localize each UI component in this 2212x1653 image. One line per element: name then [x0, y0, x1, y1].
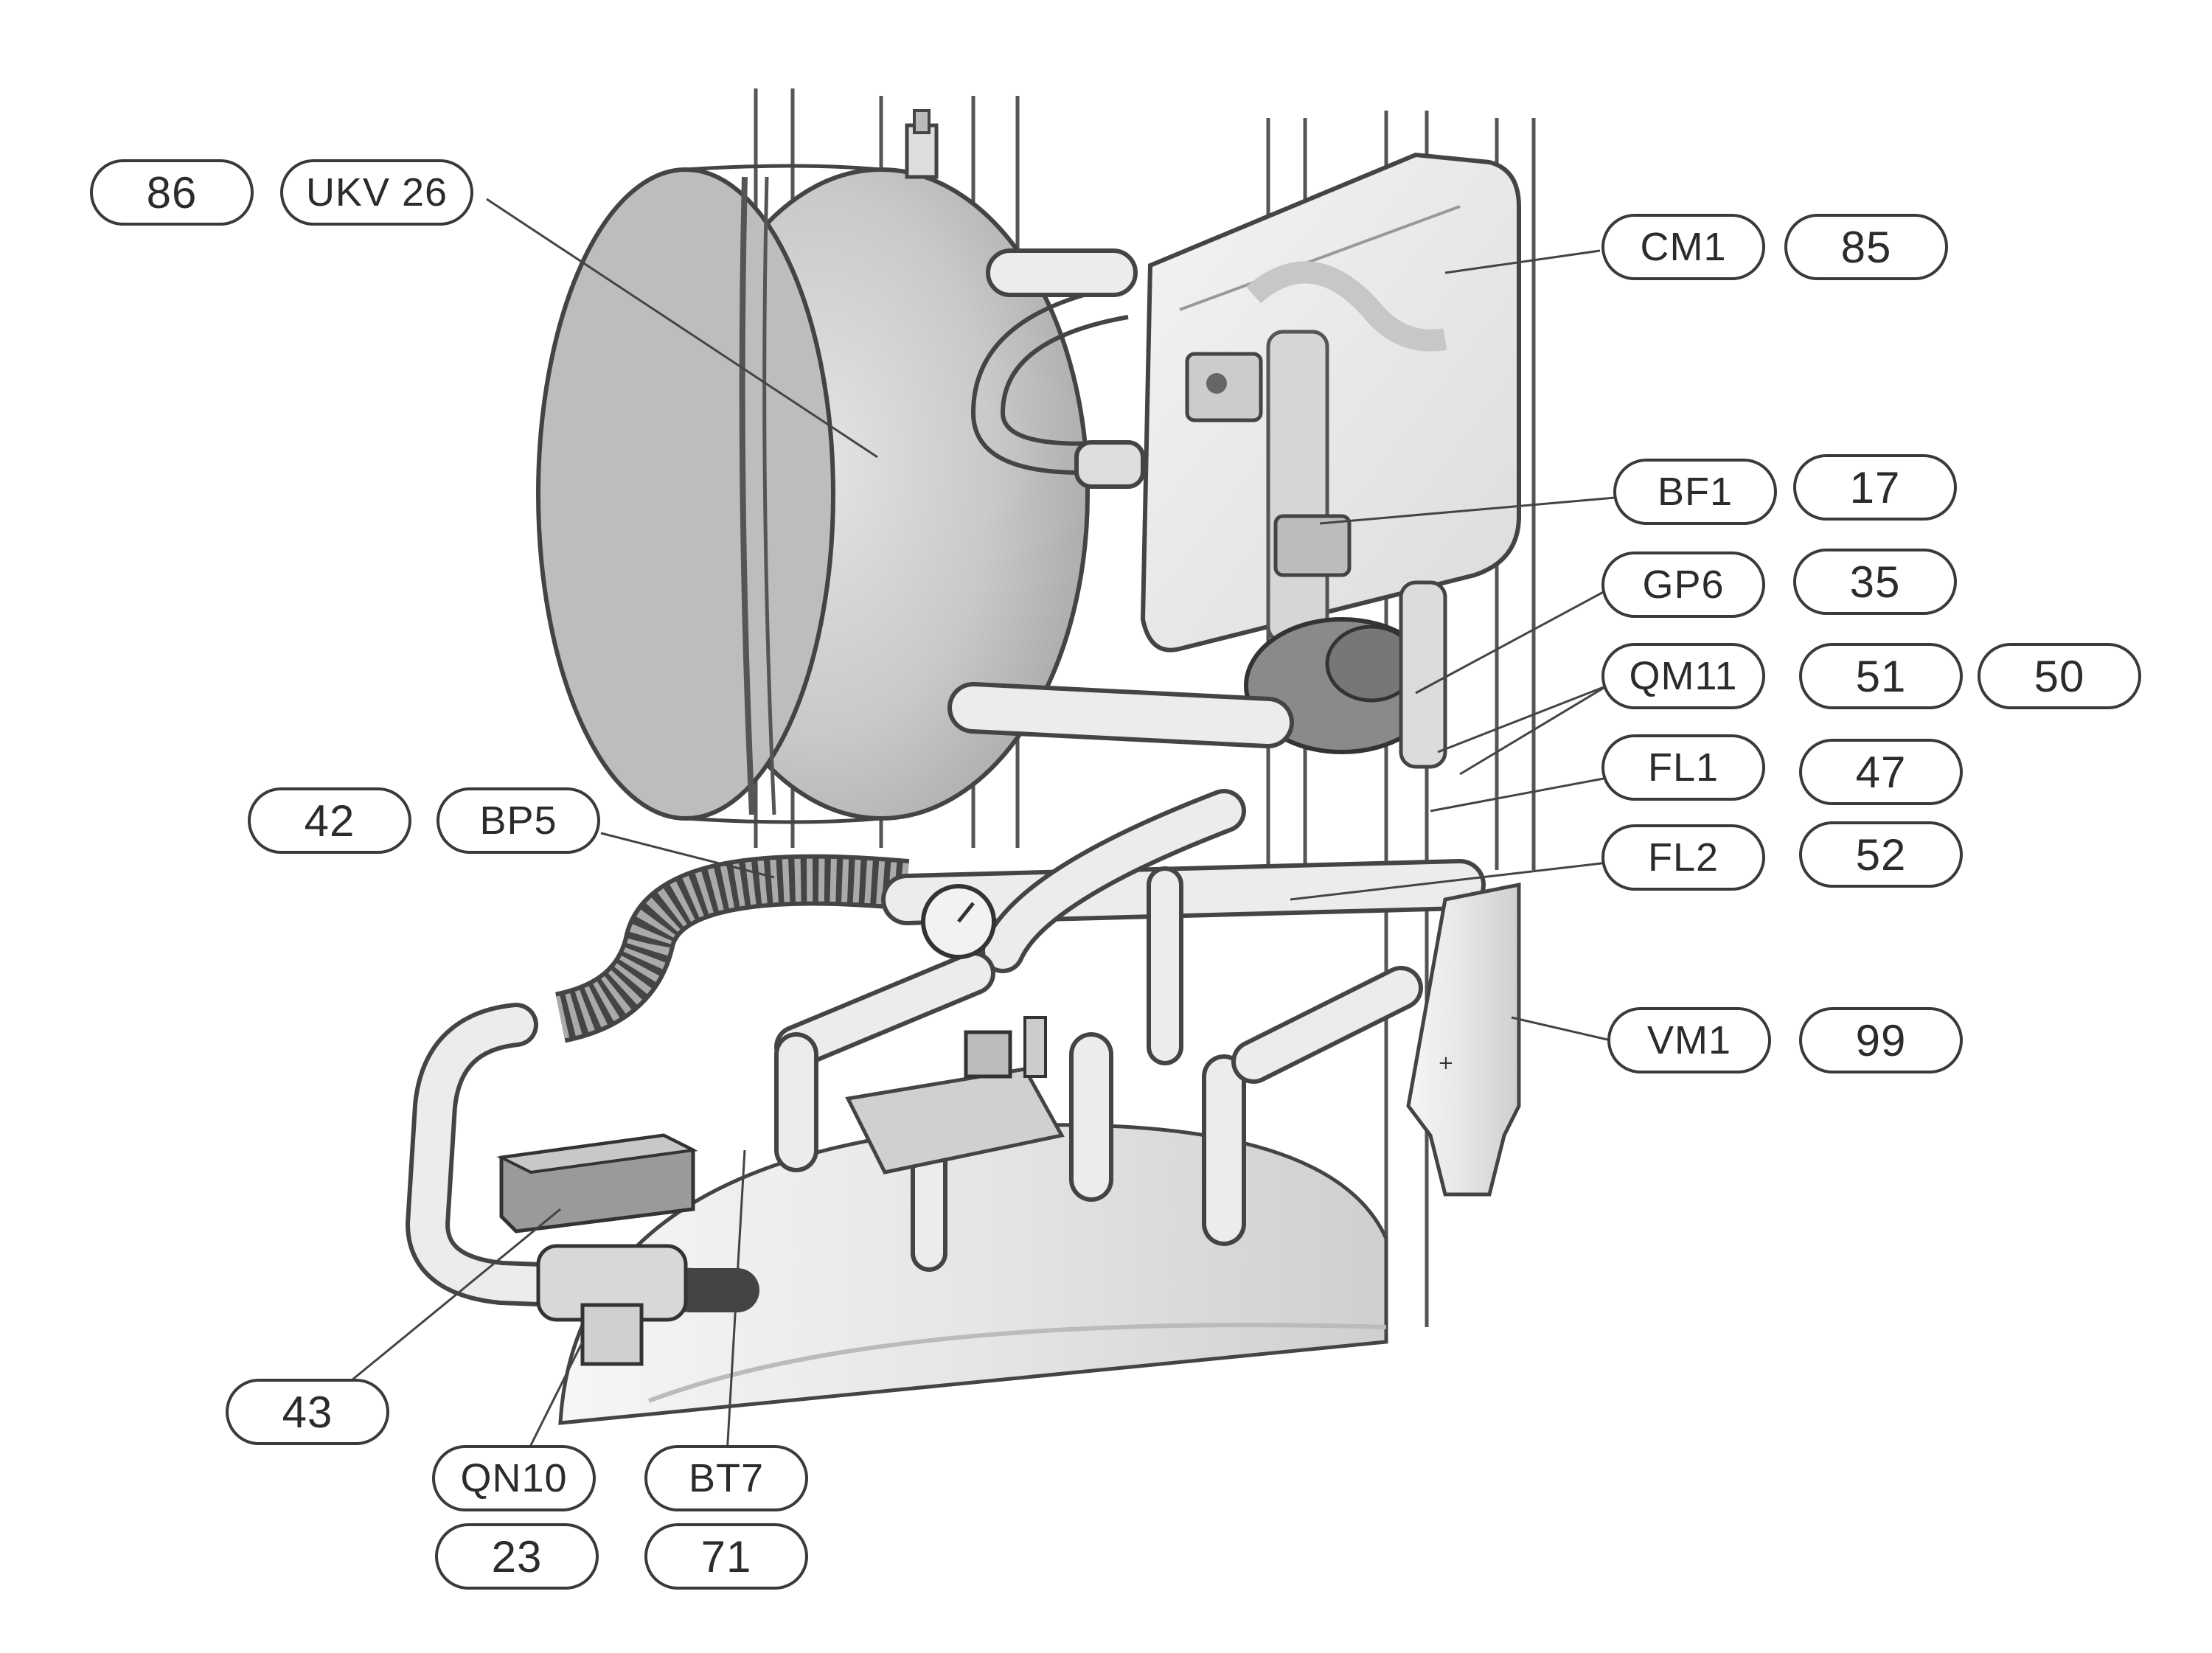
code-fl1: FL1	[1601, 734, 1765, 801]
shunt-valve	[496, 1133, 698, 1366]
circulation-pump	[1244, 580, 1447, 769]
code-qm11: QM11	[1601, 643, 1765, 709]
number-99: 99	[1799, 1007, 1963, 1073]
leader-lines	[335, 198, 1615, 1468]
number-23: 23	[435, 1523, 599, 1590]
manometer	[921, 884, 996, 959]
volume-vessel: +	[1406, 882, 1521, 1197]
pipework	[405, 682, 1486, 1312]
code-fl2: FL2	[1601, 824, 1765, 891]
number-71: 71	[644, 1523, 808, 1590]
code-vm1: VM1	[1607, 1007, 1771, 1073]
number-43: 43	[226, 1379, 389, 1445]
pipe-loop	[970, 248, 1145, 489]
number-85: 85	[1784, 214, 1948, 280]
flow-sensor-column	[1266, 330, 1352, 644]
number-86: 86	[90, 159, 254, 226]
valve-block	[845, 1016, 1065, 1174]
code-bf1: BF1	[1613, 459, 1777, 525]
number-47: 47	[1799, 739, 1963, 805]
number-52: 52	[1799, 821, 1963, 888]
control-box	[1140, 152, 1521, 652]
code-gp6: GP6	[1601, 551, 1765, 618]
code-qn10: QN10	[432, 1445, 596, 1511]
expansion-vessel	[536, 109, 1090, 824]
number-42: 42	[248, 787, 411, 854]
number-51: 51	[1799, 643, 1963, 709]
svg-text:+: +	[1438, 1052, 1454, 1074]
code-bt7: BT7	[644, 1445, 808, 1511]
flexible-hose	[554, 854, 910, 1043]
number-50: 50	[1978, 643, 2141, 709]
code-cm1: CM1	[1601, 214, 1765, 280]
code-bp5: BP5	[437, 787, 600, 854]
code-ukv26: UKV 26	[280, 159, 473, 226]
number-35: 35	[1793, 549, 1957, 615]
number-17: 17	[1793, 454, 1957, 521]
